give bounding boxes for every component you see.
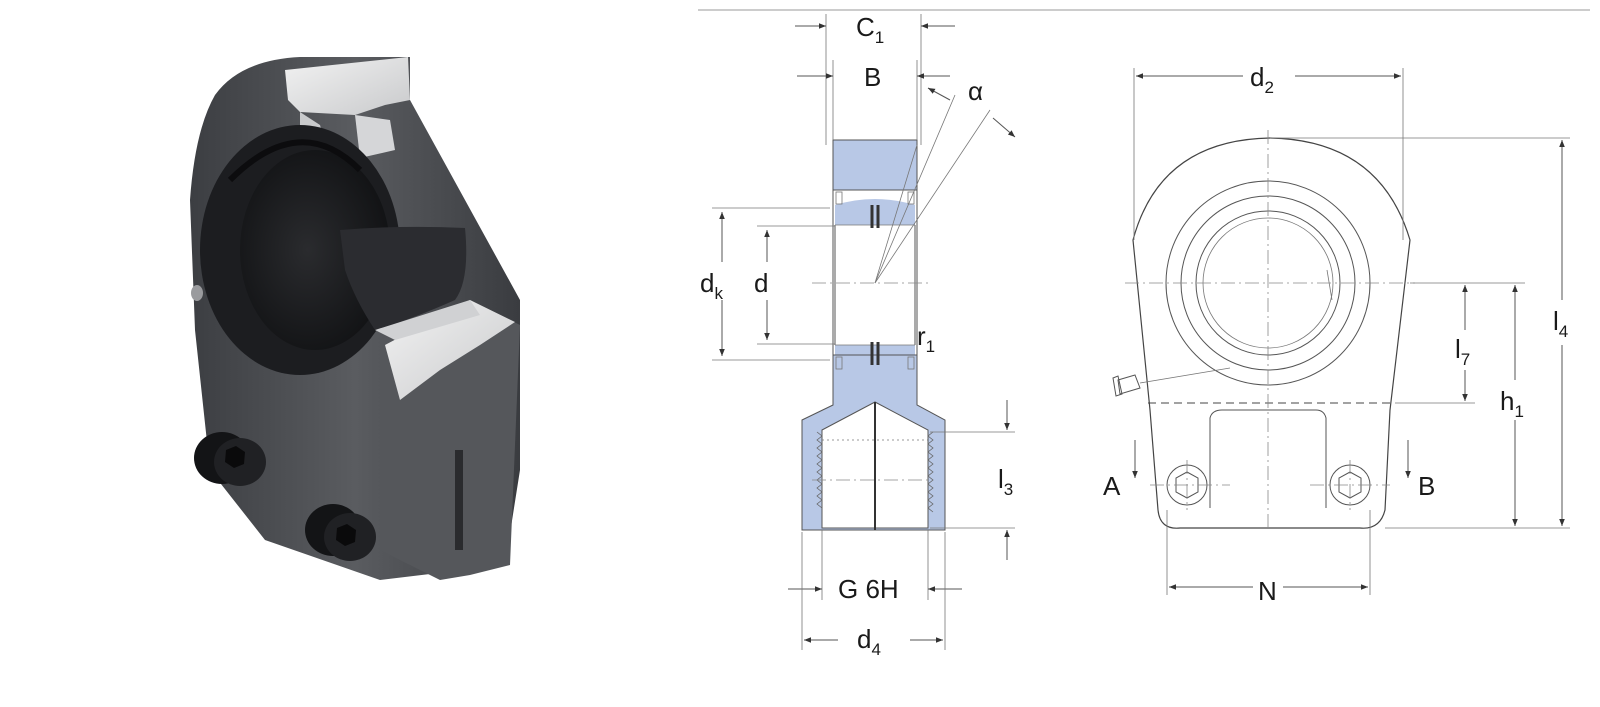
rod-end-3d-illustration [190, 57, 520, 580]
label-n: N [1258, 576, 1277, 606]
bolt-upper [194, 432, 266, 486]
dimension-lines-section [712, 14, 1016, 650]
label-l7: l7 [1455, 334, 1470, 369]
label-a: A [1103, 471, 1121, 501]
label-d4: d4 [857, 624, 881, 659]
label-h1: h1 [1500, 386, 1524, 421]
label-b-width: B [864, 62, 881, 92]
label-b-side: B [1418, 471, 1435, 501]
label-alpha: α [968, 76, 983, 106]
label-d: d [754, 268, 768, 298]
dimension-labels: C1 B α dk d r1 l3 G 6H d4 d2 l4 l7 h1 A … [700, 12, 1568, 659]
label-c1: C1 [856, 12, 884, 47]
label-l4: l4 [1553, 306, 1568, 341]
section-view [801, 94, 991, 531]
label-r1: r1 [917, 321, 935, 356]
side-view [1112, 130, 1415, 530]
label-l3: l3 [998, 464, 1013, 499]
label-d2: d2 [1250, 62, 1274, 97]
dimension-lines-side [1132, 68, 1570, 595]
label-g6h: G 6H [838, 574, 899, 604]
bolt-lower [305, 504, 376, 561]
label-dk: dk [700, 268, 723, 303]
